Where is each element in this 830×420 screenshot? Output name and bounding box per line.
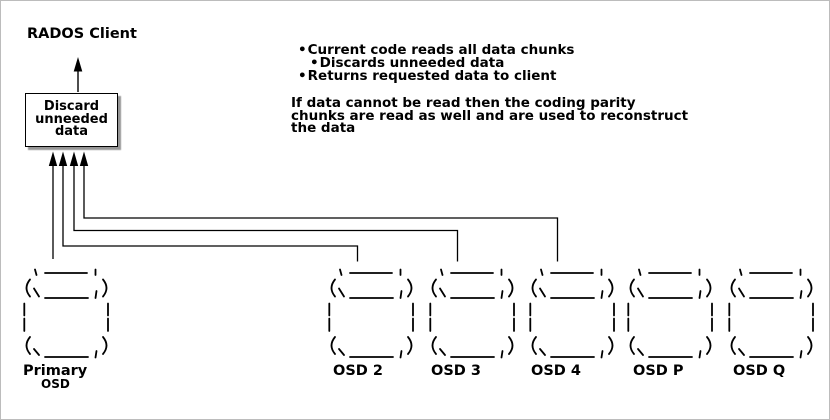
discard-unneeded-data-box: Discard unneeded data — [25, 93, 118, 147]
bullet-item: •Current code reads all data chunks — [298, 42, 575, 58]
arrow-from-osd-4 — [79, 151, 559, 262]
discard-box-line: Discard — [43, 99, 100, 115]
label-osd-q: OSD Q — [733, 363, 786, 379]
osd-cylinder-2 — [328, 268, 414, 359]
bullet-text: Current code reads all data chunks — [307, 42, 575, 58]
label-osd-3: OSD 3 — [431, 363, 481, 379]
bullet-text: Discards unneeded data — [319, 55, 505, 72]
label-osd-p: OSD P — [633, 363, 684, 379]
arrow-to-rados-client — [73, 57, 83, 92]
label-osd-4: OSD 4 — [531, 363, 581, 379]
osd-cylinder-3 — [429, 268, 515, 359]
note-line: If data cannot be read then the coding p… — [291, 95, 636, 111]
bullet-item: •Discards unneeded data — [298, 55, 574, 72]
bullet-icon: • — [298, 42, 307, 58]
bullet-text: Returns requested data to client — [307, 68, 557, 85]
bullet-icon: • — [310, 55, 319, 72]
bullet-list: •Current code reads all data chunks •Dis… — [298, 42, 575, 85]
bullet-icon: • — [298, 68, 307, 85]
label-primary-osd: Primary — [23, 363, 88, 379]
osd-cylinder-primary — [23, 268, 109, 359]
discard-box-line: data — [54, 124, 89, 140]
osd-cylinder-q — [728, 268, 814, 359]
bullet-item: •Returns requested data to client — [298, 68, 574, 85]
rados-client-title: RADOS Client — [27, 26, 137, 42]
osd-cylinder-4 — [529, 268, 615, 359]
note-line: chunks are read as well and are used to … — [291, 107, 689, 124]
discard-box-line: unneeded — [35, 111, 108, 127]
reconstruction-note: If data cannot be read then the coding p… — [291, 95, 689, 137]
label-osd-2: OSD 2 — [333, 363, 383, 379]
arrow-from-osd-3 — [69, 151, 459, 262]
label-primary-osd-sub: OSD — [41, 377, 70, 391]
arrow-from-primary-osd — [48, 151, 58, 259]
note-line: the data — [291, 120, 356, 137]
arrow-from-osd-2 — [58, 151, 359, 262]
osd-cylinder-p — [627, 268, 713, 359]
